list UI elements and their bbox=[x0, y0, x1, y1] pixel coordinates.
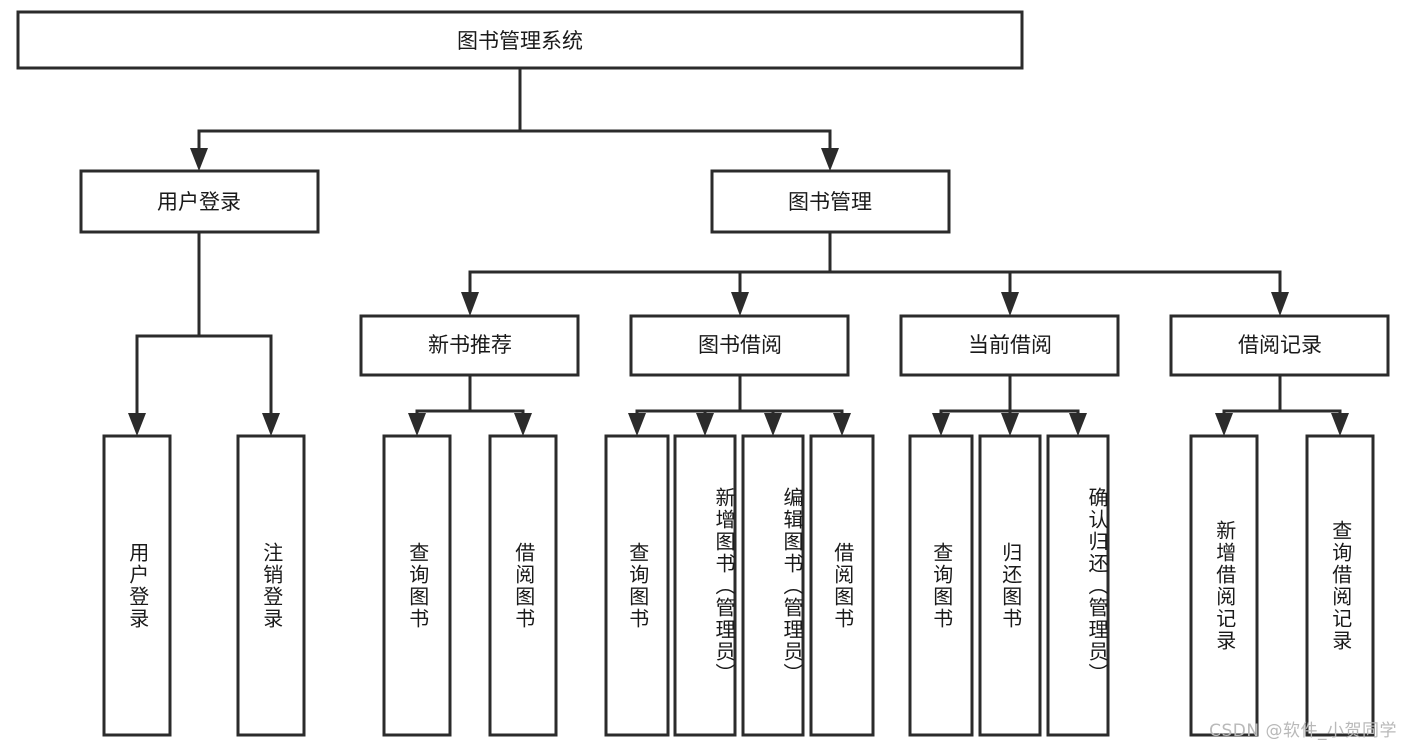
connector-group bbox=[128, 66, 1349, 436]
node-new-book-recommend[interactable] bbox=[359, 314, 580, 377]
node-leaf-query-book-3[interactable] bbox=[908, 434, 974, 737]
node-leaf-borrow-book-2[interactable] bbox=[809, 434, 875, 737]
node-leaf-user-logout[interactable] bbox=[236, 434, 306, 737]
arrow-head-leaf-borrow-book-1 bbox=[514, 413, 532, 436]
node-book-borrow[interactable] bbox=[629, 314, 850, 377]
arrow-head-book-manage bbox=[821, 148, 839, 171]
arrow-head-leaf-query-record bbox=[1331, 413, 1349, 436]
arrow-head-leaf-confirm-return bbox=[1069, 413, 1087, 436]
arrow-head-leaf-user-logout bbox=[262, 413, 280, 436]
node-group: 图书管理系统 用户登录 图书管理 新书推荐 图书借阅 当前借阅 借阅记录 bbox=[16, 10, 1390, 737]
arrow-head-leaf-add-book bbox=[696, 413, 714, 436]
node-borrow-record[interactable] bbox=[1169, 314, 1390, 377]
csdn-watermark: CSDN @软件_小贺同学 bbox=[1209, 721, 1397, 741]
node-current-borrow-label: 当前借阅 bbox=[968, 333, 1052, 357]
arrow-head-leaf-query-book-1 bbox=[408, 413, 426, 436]
arrow-head-leaf-add-record bbox=[1215, 413, 1233, 436]
arrow-head-leaf-return-book bbox=[1001, 413, 1019, 436]
node-leaf-add-book[interactable] bbox=[673, 434, 737, 737]
node-book-manage-label: 图书管理 bbox=[788, 190, 872, 214]
arrow-head-leaf-user-login bbox=[128, 413, 146, 436]
node-leaf-confirm-return[interactable] bbox=[1046, 434, 1110, 737]
node-leaf-query-book-1[interactable] bbox=[382, 434, 452, 737]
node-book-manage[interactable] bbox=[710, 169, 951, 234]
node-leaf-query-book-2[interactable] bbox=[604, 434, 670, 737]
node-leaf-user-login[interactable] bbox=[102, 434, 172, 737]
node-leaf-return-book[interactable] bbox=[978, 434, 1042, 737]
node-leaf-borrow-book-1[interactable] bbox=[488, 434, 558, 737]
node-leaf-query-record[interactable] bbox=[1305, 434, 1375, 737]
arrow-head-new-book-recommend bbox=[461, 292, 479, 316]
arrow-head-borrow-record bbox=[1271, 292, 1289, 316]
node-leaf-add-record[interactable] bbox=[1189, 434, 1259, 737]
node-book-borrow-label: 图书借阅 bbox=[698, 333, 782, 357]
node-user-login[interactable] bbox=[79, 169, 320, 234]
node-current-borrow[interactable] bbox=[899, 314, 1120, 377]
node-borrow-record-label: 借阅记录 bbox=[1238, 333, 1322, 357]
node-new-book-recommend-label: 新书推荐 bbox=[428, 333, 512, 357]
arrow-head-leaf-borrow-book-2 bbox=[833, 413, 851, 436]
arrow-head-book-borrow bbox=[731, 292, 749, 316]
arrow-head-leaf-edit-book bbox=[764, 413, 782, 436]
arrow-head-current-borrow bbox=[1001, 292, 1019, 316]
node-root[interactable] bbox=[16, 10, 1024, 70]
arrow-head-leaf-query-book-3 bbox=[932, 413, 950, 436]
node-leaf-edit-book[interactable] bbox=[741, 434, 805, 737]
arrow-head-leaf-query-book-2 bbox=[628, 413, 646, 436]
node-root-label: 图书管理系统 bbox=[457, 29, 583, 53]
arrow-head-user-login bbox=[190, 148, 208, 171]
node-user-login-label: 用户登录 bbox=[157, 190, 241, 214]
